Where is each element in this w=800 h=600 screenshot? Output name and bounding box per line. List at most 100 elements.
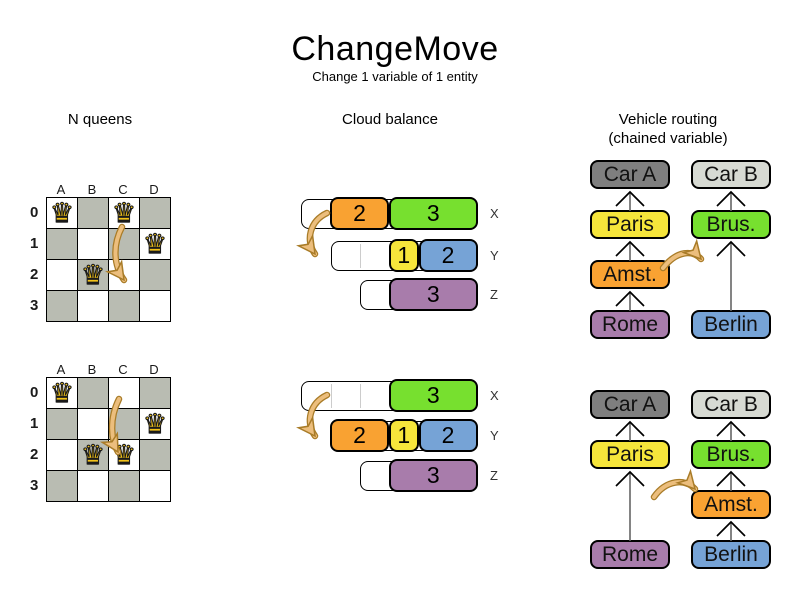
vehicle-node-label: Berlin	[704, 312, 758, 336]
board-cell-B1	[78, 409, 108, 439]
computer-label-X: X	[490, 206, 499, 221]
board-cell-B0	[78, 198, 108, 228]
computer-label-Z: Z	[490, 468, 498, 483]
vehicle-node-label: Berlin	[704, 542, 758, 566]
queen-icon: ♛	[111, 439, 137, 470]
vehicle-node-berlin: Berlin	[691, 540, 771, 569]
process-segment: 1	[389, 419, 419, 452]
computer-label-X: X	[490, 388, 499, 403]
board-cell-A0: ♛	[47, 198, 77, 228]
row-label-3: 3	[30, 297, 39, 314]
process-value: 3	[426, 200, 440, 226]
board-cell-A2	[47, 440, 77, 470]
vehicle-node-label: Paris	[606, 212, 654, 236]
row-label-2: 2	[30, 446, 39, 463]
column-label-A: A	[56, 362, 67, 377]
board-cell-C3	[109, 291, 139, 321]
vehicle-node-carb: Car B	[691, 390, 771, 419]
process-segment: 2	[418, 419, 478, 452]
board-cell-B2: ♛	[78, 260, 108, 290]
column-label-B: B	[87, 362, 98, 377]
vehicle-node-rome: Rome	[590, 310, 670, 339]
section-title-nqueens: N queens	[67, 111, 133, 128]
board-cell-D3	[140, 291, 170, 321]
vehicle-routing-label: Vehicle routing	[618, 111, 718, 128]
process-segment: 2	[330, 197, 389, 230]
board-cell-A3	[47, 471, 77, 501]
board-cell-C2: ♛	[109, 440, 139, 470]
capacity-divider	[360, 244, 361, 268]
page-subtitle: Change 1 variable of 1 entity	[312, 69, 478, 84]
column-label-B: B	[87, 182, 98, 197]
board-cell-D1: ♛	[140, 229, 170, 259]
vehicle-node-label: Car B	[704, 392, 758, 416]
vehicle-node-label: Car A	[603, 392, 657, 416]
process-value: 2	[441, 422, 455, 448]
vehicle-node-cara: Car A	[590, 160, 670, 189]
board-cell-D1: ♛	[140, 409, 170, 439]
process-segment: 2	[418, 239, 478, 272]
vehicle-node-label: Amst.	[603, 262, 657, 286]
board-cell-D3	[140, 471, 170, 501]
process-value: 2	[353, 200, 366, 226]
chain-link-arrows	[615, 190, 746, 541]
process-segment: 2	[330, 419, 389, 452]
queen-icon: ♛	[80, 439, 106, 470]
vehicle-node-label: Rome	[601, 312, 659, 336]
board-cell-B3	[78, 471, 108, 501]
queen-icon: ♛	[111, 197, 137, 228]
board-cell-C0	[109, 378, 139, 408]
computer-capacity-box: 3	[360, 278, 478, 311]
board-cell-C3	[109, 471, 139, 501]
section-title-vehicle-routing: Vehicle routing (chained variable)	[568, 110, 768, 148]
vehicle-node-berlin: Berlin	[691, 310, 771, 339]
board-cell-C1	[109, 229, 139, 259]
vehicle-node-label: Car B	[704, 162, 758, 186]
vehicle-node-cara: Car A	[590, 390, 670, 419]
vehicle-node-paris: Paris	[590, 440, 670, 469]
board-cell-B0	[78, 378, 108, 408]
vehicle-node-paris: Paris	[590, 210, 670, 239]
vehicle-node-label: Rome	[601, 542, 659, 566]
chess-grid: ♛♛♛♛	[46, 197, 171, 322]
row-label-3: 3	[30, 477, 39, 494]
process-value: 2	[353, 422, 366, 448]
board-cell-A1	[47, 229, 77, 259]
board-cell-B1	[78, 229, 108, 259]
computer-capacity-box: 2 1 2	[330, 419, 478, 452]
column-label-A: A	[56, 182, 67, 197]
change-move-arrow	[652, 468, 697, 499]
vehicle-node-label: Brus.	[706, 212, 756, 236]
board-cell-C0: ♛	[109, 198, 139, 228]
change-move-arrow	[650, 478, 699, 501]
computer-capacity-box: 3	[360, 459, 478, 492]
board-cell-B3	[78, 291, 108, 321]
queen-icon: ♛	[142, 228, 168, 259]
queen-icon: ♛	[49, 197, 75, 228]
vehicle-node-label: Amst.	[704, 492, 758, 516]
vehicle-node-rome: Rome	[590, 540, 670, 569]
computer-label-Y: Y	[490, 248, 499, 263]
board-cell-A1	[47, 409, 77, 439]
board-cell-B2: ♛	[78, 440, 108, 470]
board-cell-A0: ♛	[47, 378, 77, 408]
vehicle-node-label: Brus.	[706, 442, 756, 466]
queen-icon: ♛	[49, 377, 75, 408]
row-label-0: 0	[30, 204, 39, 221]
process-value: 3	[426, 382, 440, 408]
row-label-0: 0	[30, 384, 39, 401]
row-label-2: 2	[30, 266, 39, 283]
column-label-D: D	[149, 182, 160, 197]
process-value: 1	[397, 422, 411, 448]
